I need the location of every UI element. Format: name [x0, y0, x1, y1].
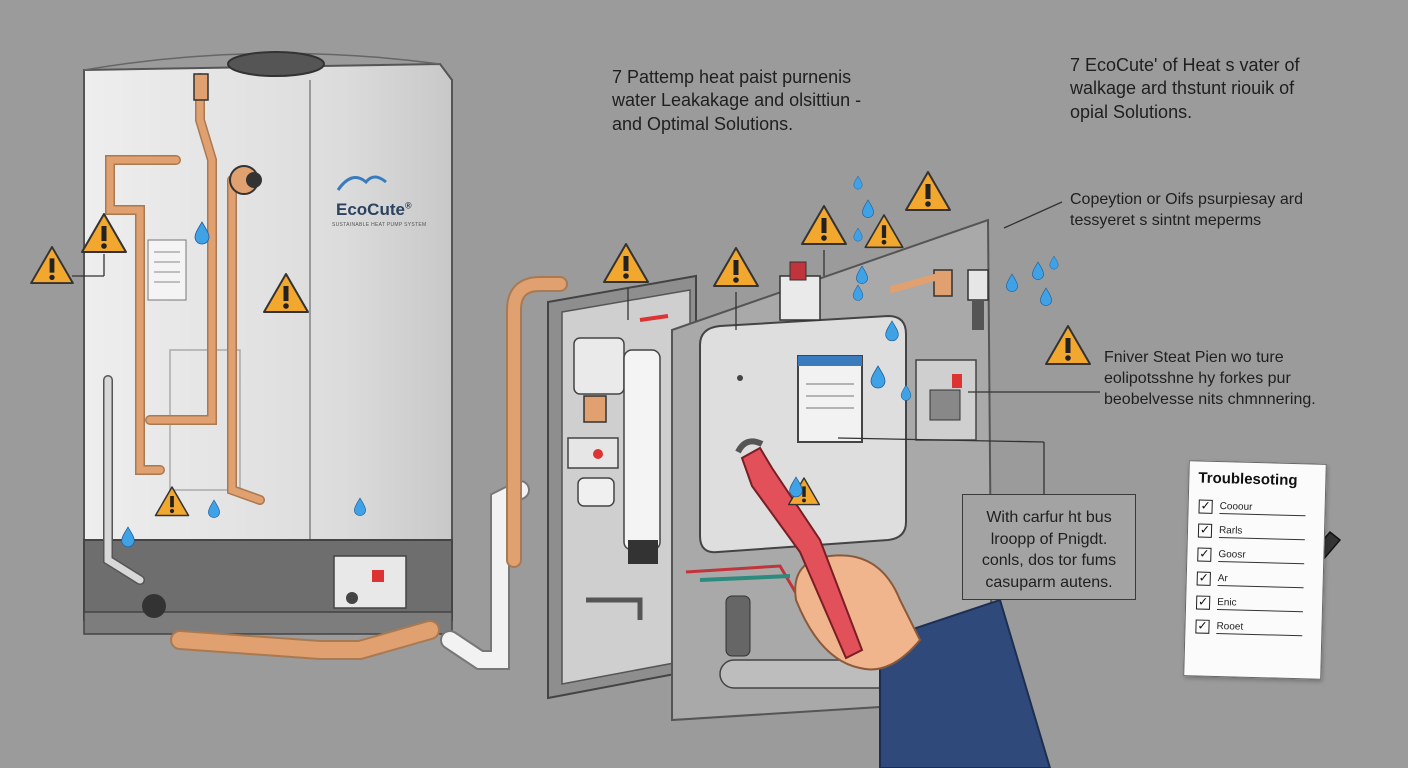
- ecocute-tank: [83, 51, 453, 635]
- water-drop-icon: [1049, 255, 1059, 270]
- hand-with-wrench: [735, 438, 1052, 768]
- warning-icon: [603, 243, 649, 283]
- checklist-item[interactable]: ✓Goosr: [1197, 542, 1324, 569]
- control-unit: [671, 218, 994, 722]
- checklist-item[interactable]: ✓Cooour: [1198, 495, 1325, 522]
- water-drop-icon: [853, 175, 863, 190]
- checklist-item[interactable]: ✓Rooet: [1195, 614, 1322, 641]
- water-drop-icon: [1040, 287, 1052, 306]
- warning-icon: [801, 205, 847, 245]
- checkbox-checked-icon[interactable]: ✓: [1197, 522, 1213, 538]
- checkbox-checked-icon[interactable]: ✓: [1197, 546, 1212, 562]
- tank-piping: [103, 73, 568, 670]
- warning-icon: [864, 214, 904, 249]
- callout-title-right: 7 EcoCute' of Heat s vater of walkage ar…: [1070, 55, 1300, 122]
- callout-box: With carfur ht bus lroopp of Pnigdt. con…: [962, 494, 1136, 600]
- checkbox-checked-icon[interactable]: ✓: [1195, 594, 1211, 610]
- water-drop-icon: [853, 227, 863, 242]
- valve-panel: [547, 274, 697, 700]
- checklist-item[interactable]: ✓Enic: [1195, 590, 1323, 617]
- drain-valve-icon: [142, 594, 166, 618]
- warning-icon: [713, 247, 759, 287]
- warning-icon: [905, 171, 951, 211]
- callout-note-right: Copeytion or Oifs psurpiesay ard tessyer…: [1070, 191, 1303, 229]
- checklist-item[interactable]: ✓Rarls: [1197, 518, 1325, 545]
- water-drop-icon: [1032, 261, 1044, 280]
- checkbox-checked-icon[interactable]: ✓: [1196, 570, 1211, 586]
- troubleshooting-checklist: Troublesoting ✓Cooour ✓Rarls ✓Goosr ✓Ar …: [1183, 460, 1327, 680]
- callout-title-center: 7 Pattemp heat paist purnenis water Leak…: [612, 67, 862, 134]
- checkbox-checked-icon[interactable]: ✓: [1195, 618, 1210, 634]
- callout-leaders: [72, 201, 1100, 494]
- water-drop-icon: [1006, 273, 1018, 292]
- brand-subtitle: SUSTAINABLE HEAT PUMP SYSTEM: [332, 222, 427, 228]
- right-valve-assembly: [889, 269, 989, 330]
- checklist-item[interactable]: ✓Ar: [1196, 566, 1323, 593]
- checklist-title: Troublesoting: [1198, 469, 1298, 490]
- callout-note-middle: Fniver Steat Pien wo ture eolipotsshne h…: [1104, 349, 1316, 408]
- water-drop-icon: [862, 199, 874, 218]
- warning-icon: [1045, 325, 1091, 365]
- warning-icon: [30, 246, 74, 285]
- checkbox-checked-icon[interactable]: ✓: [1198, 498, 1213, 514]
- brand-name: EcoCute®: [336, 200, 412, 219]
